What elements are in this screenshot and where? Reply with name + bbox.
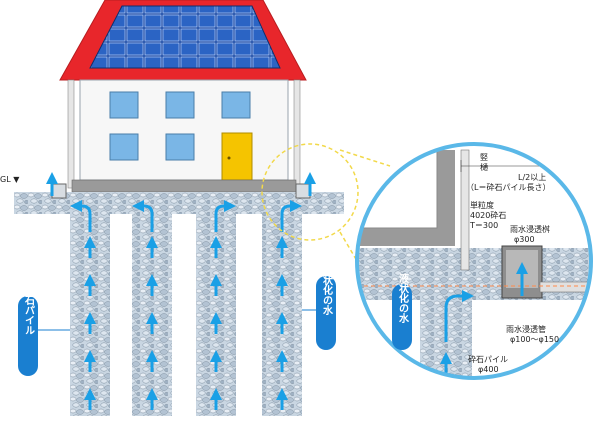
length-label: L/2以上	[518, 173, 546, 182]
detail-pile-label: φ400	[478, 365, 499, 374]
basin-label: φ300	[514, 235, 535, 244]
gutter-left	[67, 79, 75, 189]
gravel-spec-label: 4020砕石	[470, 210, 506, 220]
door-knob	[227, 156, 231, 160]
turn-arrow-icon	[70, 200, 92, 232]
solar-panel	[89, 5, 281, 69]
turn-arrow-icon	[132, 200, 154, 232]
length-note: （L＝砕石パイル長さ）	[466, 182, 550, 192]
liquefied-label: 液状化の水	[321, 264, 334, 316]
detail-circle-border	[355, 142, 593, 380]
turn-arrow-icon	[214, 200, 236, 232]
window	[109, 91, 139, 119]
turn-arrow-icon	[444, 290, 474, 342]
ground-level-label: GL ▼	[0, 175, 20, 184]
window	[165, 133, 195, 161]
window	[109, 133, 139, 161]
window	[165, 91, 195, 119]
detail-pipe	[539, 281, 591, 293]
gravel-layer	[14, 183, 344, 416]
detail-downspout	[460, 149, 470, 271]
pile-label: 砕石パイル	[23, 284, 36, 335]
gravel-spec-label: T＝300	[469, 221, 498, 230]
detail-pile-label: 砕石パイル	[468, 354, 508, 364]
gravel-spec-label: 単粒度	[470, 200, 494, 210]
downspout-label: 竪	[480, 153, 488, 162]
liquefied-label-badge: 液状化の水	[302, 264, 336, 350]
downspout-label: 樋	[480, 162, 488, 172]
gravel-bed	[14, 192, 344, 214]
callout-focus	[261, 143, 359, 241]
detail-view: 竪 樋 L/2以上 （L＝砕石パイル長さ） 単粒度 4020砕石 T＝300 雨…	[355, 142, 593, 380]
catch-basin-right	[295, 183, 311, 199]
pile-arrows	[46, 172, 316, 410]
basin-label: 雨水浸透桝	[510, 224, 550, 234]
callout-line	[339, 149, 391, 167]
pipe-label: 雨水浸透管	[506, 324, 546, 334]
house	[59, 0, 307, 193]
gutter-right	[293, 79, 301, 189]
detail-liquefied-label: 液状化の水	[397, 272, 410, 324]
door	[221, 132, 253, 181]
catch-basin-left	[51, 183, 67, 199]
pipe-label: φ100～φ150	[510, 335, 559, 344]
pile-label-badge: 砕石パイル	[18, 284, 70, 376]
turn-arrow-icon	[280, 200, 302, 232]
window	[221, 91, 251, 119]
